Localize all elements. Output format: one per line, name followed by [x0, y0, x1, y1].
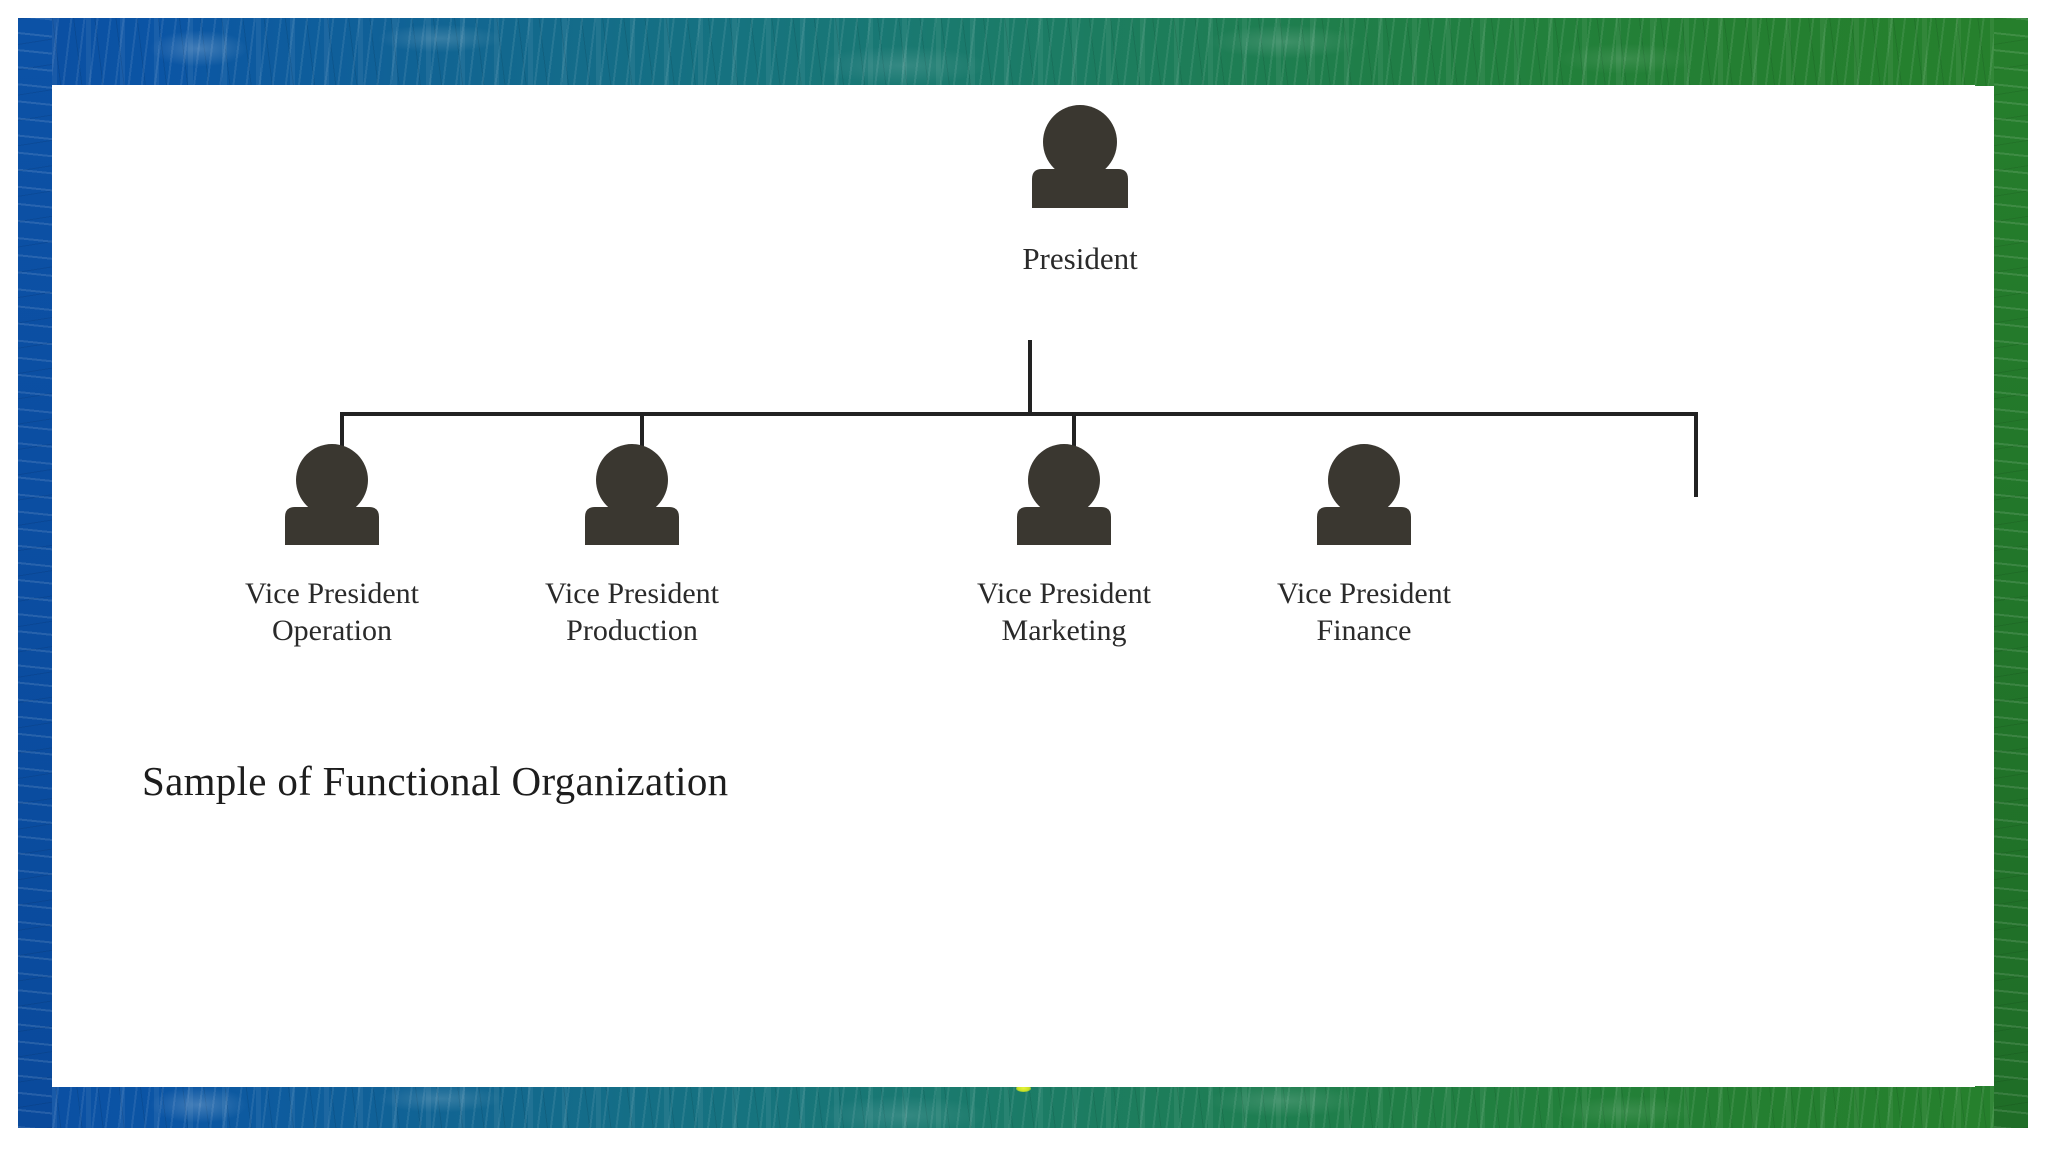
person-icon [285, 444, 379, 545]
decorative-rail-left [18, 18, 52, 1128]
person-icon [1032, 105, 1128, 208]
org-node-vp-operation[interactable]: Vice President Operation [182, 440, 482, 649]
org-chart: President Vice President Operation Vice … [52, 85, 1975, 1087]
org-node-label: Vice President Marketing [977, 577, 1151, 647]
org-node-vp-production[interactable]: Vice President Production [482, 440, 782, 649]
org-node-president[interactable]: President [930, 101, 1230, 278]
org-node-label: Vice President Production [545, 577, 719, 647]
decorative-band-bottom [18, 1086, 2028, 1128]
org-node-label: Vice President Finance [1277, 577, 1451, 647]
decorative-speck [1016, 1085, 1031, 1092]
decorative-rail-right [1994, 18, 2028, 1128]
org-node-vp-finance[interactable]: Vice President Finance [1214, 440, 1514, 649]
slide-content-panel: President Vice President Operation Vice … [52, 85, 1975, 1087]
org-node-label: Vice President Operation [245, 577, 419, 647]
org-node-label: President [1022, 241, 1138, 276]
person-icon [1017, 444, 1111, 545]
slide-caption: Sample of Functional Organization [142, 758, 729, 804]
org-node-vp-marketing[interactable]: Vice President Marketing [914, 440, 1214, 649]
person-icon [1317, 444, 1411, 545]
decorative-band-top [18, 18, 2028, 86]
person-icon [585, 444, 679, 545]
